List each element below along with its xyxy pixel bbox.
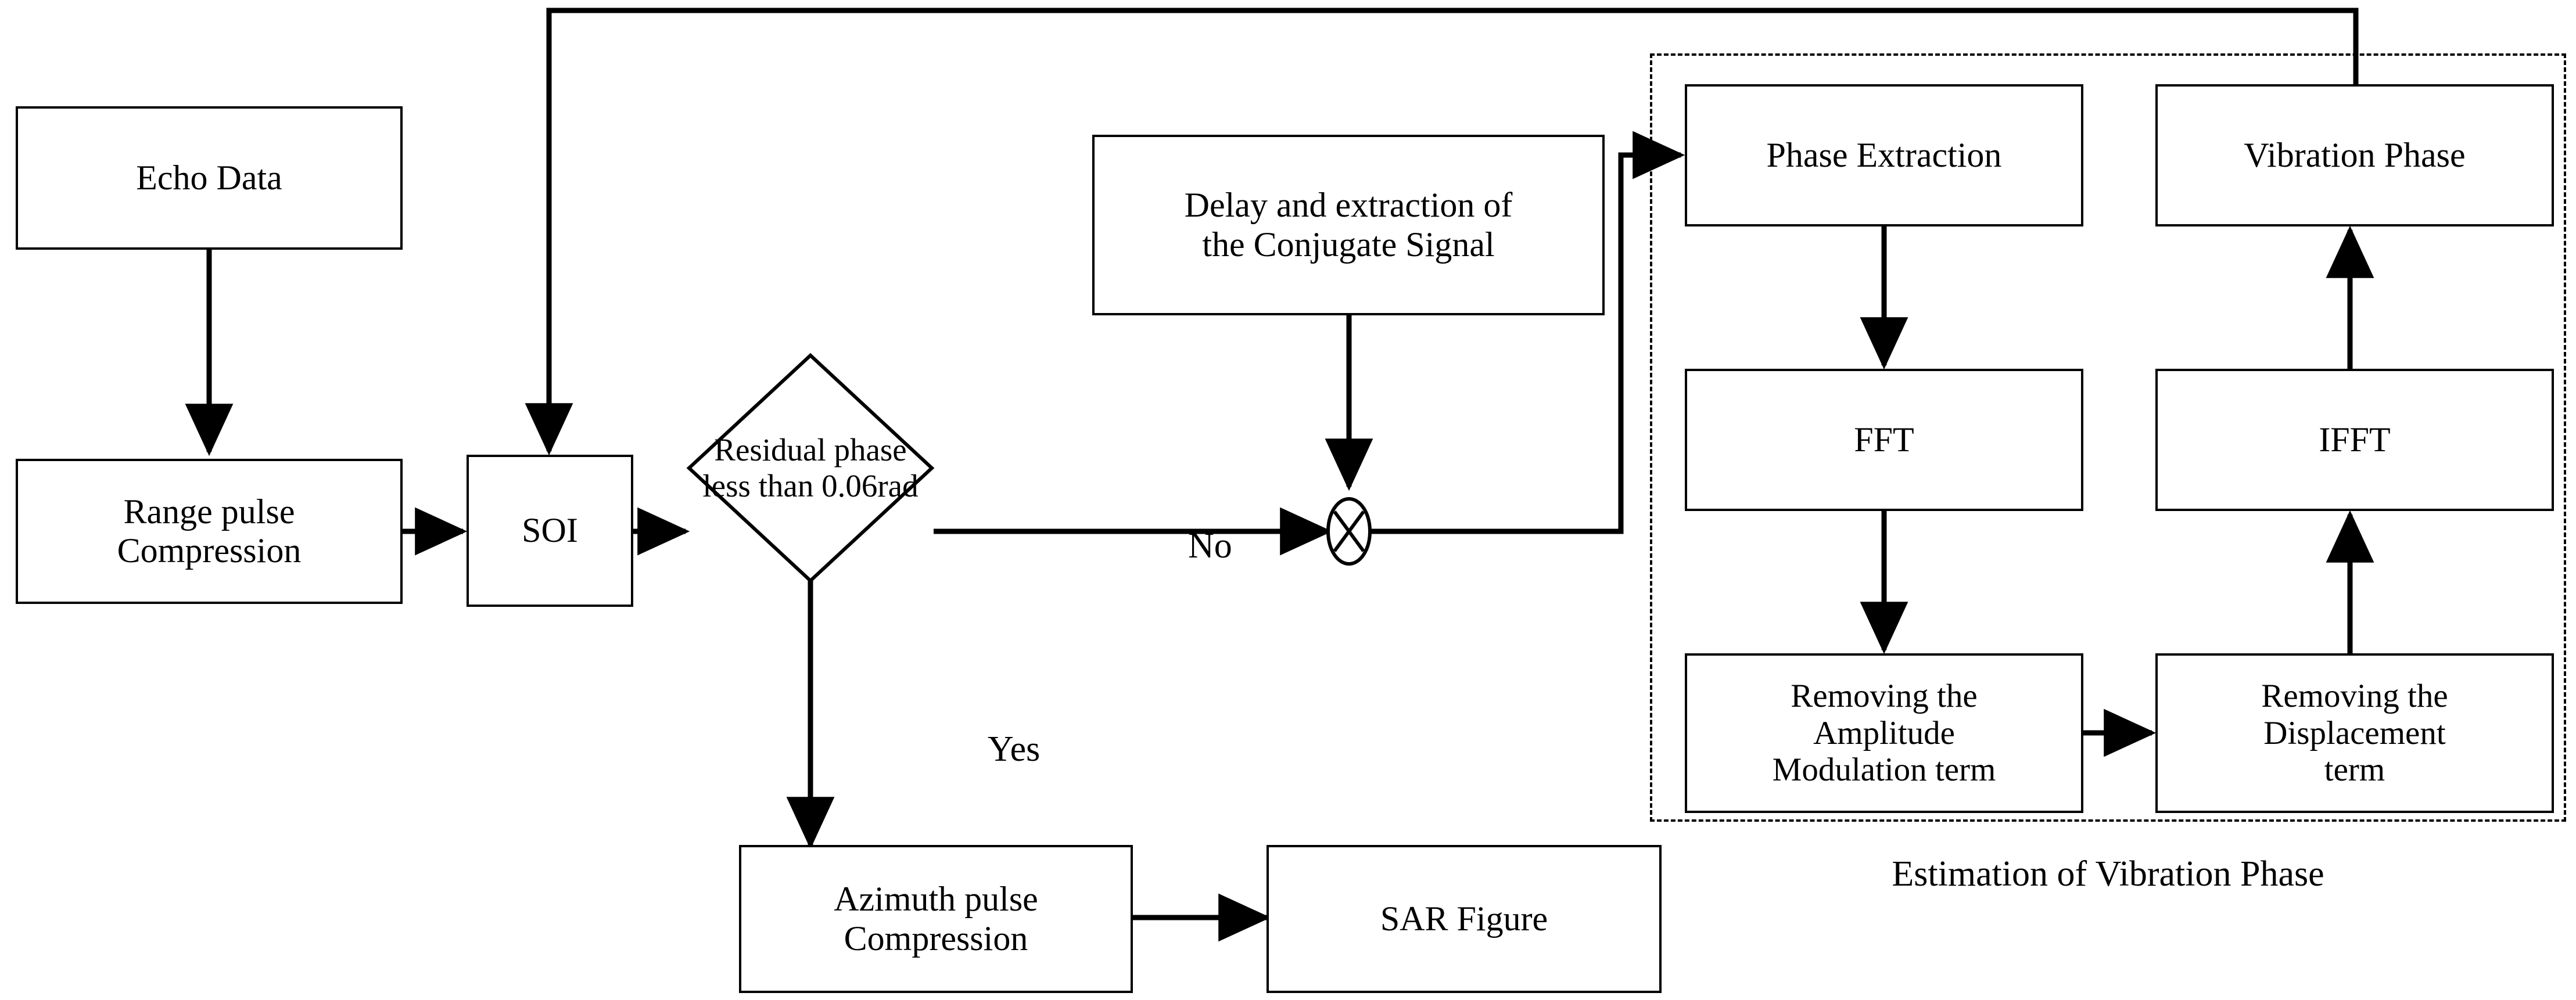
node-fft[interactable]: FFT: [1685, 369, 2083, 511]
node-removing-displacement-label: Removing the Displacement term: [2261, 677, 2448, 789]
node-echo-data[interactable]: Echo Data: [16, 106, 403, 250]
edge-vibration-phase-feedback-to-soi: [525, 8, 2359, 456]
estimation-group-caption: Estimation of Vibration Phase: [1650, 854, 2566, 895]
node-azimuth-pulse-compression[interactable]: Azimuth pulse Compression: [739, 845, 1133, 993]
node-range-pulse-compression-label: Range pulse Compression: [117, 492, 302, 570]
estimation-group-box: [1650, 53, 2566, 822]
edge-label-no-text: No: [1188, 526, 1232, 566]
edge-label-yes-text: Yes: [988, 729, 1041, 769]
node-azimuth-pulse-compression-label: Azimuth pulse Compression: [834, 880, 1038, 958]
estimation-group-caption-text: Estimation of Vibration Phase: [1892, 854, 2324, 894]
node-delay-extraction-conjugate[interactable]: Delay and extraction of the Conjugate Si…: [1092, 135, 1605, 315]
node-soi[interactable]: SOI: [467, 455, 633, 607]
node-sar-figure-label: SAR Figure: [1380, 899, 1548, 938]
node-sar-figure[interactable]: SAR Figure: [1267, 845, 1662, 993]
node-phase-extraction[interactable]: Phase Extraction: [1685, 84, 2083, 226]
node-phase-extraction-label: Phase Extraction: [1766, 135, 2002, 174]
edge-label-no: No: [1188, 526, 1232, 567]
node-decision-label: Residual phase less than 0.06rad: [702, 432, 919, 503]
node-vibration-phase[interactable]: Vibration Phase: [2155, 84, 2554, 226]
node-ifft[interactable]: IFFT: [2155, 369, 2554, 511]
node-decision-label-wrap: Residual phase less than 0.06rad: [686, 352, 935, 584]
multiply-icon: [1326, 497, 1372, 566]
node-removing-amplitude-modulation[interactable]: Removing the Amplitude Modulation term: [1685, 653, 2083, 813]
node-delay-extraction-label: Delay and extraction of the Conjugate Si…: [1184, 186, 1513, 264]
edge-label-yes: Yes: [988, 729, 1040, 770]
node-echo-data-label: Echo Data: [136, 158, 282, 197]
node-vibration-phase-label: Vibration Phase: [2244, 135, 2466, 174]
node-range-pulse-compression[interactable]: Range pulse Compression: [16, 459, 403, 604]
diamond-shape: [686, 352, 935, 584]
node-multiplier[interactable]: [1326, 497, 1372, 566]
node-ifft-label: IFFT: [2319, 420, 2391, 459]
node-removing-displacement[interactable]: Removing the Displacement term: [2155, 653, 2554, 813]
node-decision-residual-phase[interactable]: [686, 352, 935, 584]
node-fft-label: FFT: [1854, 420, 1914, 459]
node-removing-amplitude-label: Removing the Amplitude Modulation term: [1772, 677, 1996, 789]
node-soi-label: SOI: [522, 511, 578, 550]
